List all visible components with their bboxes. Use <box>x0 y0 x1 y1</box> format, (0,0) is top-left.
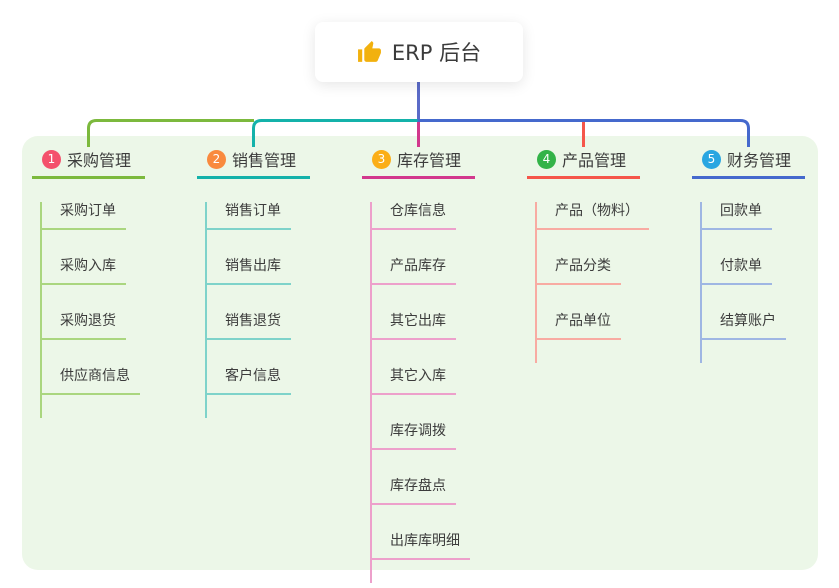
mindmap-node[interactable]: 其它出库 <box>370 312 456 340</box>
branch-sales: 2 销售管理 销售订单 销售出库 销售退货 客户信息 <box>197 148 310 418</box>
branch-title-node[interactable]: 5 财务管理 <box>692 148 805 179</box>
mindmap-node[interactable]: 采购入库 <box>40 257 126 285</box>
branch-title-label: 财务管理 <box>727 151 792 170</box>
branch-title-label: 产品管理 <box>562 151 627 170</box>
mindmap-node[interactable]: 产品单位 <box>535 312 621 340</box>
mindmap-node[interactable]: 客户信息 <box>205 367 291 395</box>
branch-title-node[interactable]: 4 产品管理 <box>527 148 640 179</box>
branch-subtree: 采购订单 采购入库 采购退货 供应商信息 <box>32 202 145 418</box>
subtree-line <box>205 202 207 418</box>
root-node[interactable]: ERP 后台 <box>315 22 523 82</box>
mindmap-node[interactable]: 库存调拨 <box>370 422 456 450</box>
branch-finance: 5 财务管理 回款单 付款单 结算账户 <box>692 148 805 363</box>
branch-product: 4 产品管理 产品（物料） 产品分类 产品单位 <box>527 148 649 363</box>
branch-subtree: 产品（物料） 产品分类 产品单位 <box>527 202 649 363</box>
mindmap-node[interactable]: 其它入库 <box>370 367 456 395</box>
mindmap-node[interactable]: 产品分类 <box>535 257 621 285</box>
branch-title-label: 采购管理 <box>67 151 132 170</box>
mindmap-node[interactable]: 销售退货 <box>205 312 291 340</box>
mindmap-node[interactable]: 产品库存 <box>370 257 456 285</box>
mindmap-node[interactable]: 库存盘点 <box>370 477 456 505</box>
branch-purchase: 1 采购管理 采购订单 采购入库 采购退货 供应商信息 <box>32 148 145 418</box>
subtree-line <box>370 202 372 583</box>
branch-title-node[interactable]: 2 销售管理 <box>197 148 310 179</box>
mindmap-node[interactable]: 出库库明细 <box>370 532 470 560</box>
mindmap-node[interactable]: 销售出库 <box>205 257 291 285</box>
branch-subtree: 销售订单 销售出库 销售退货 客户信息 <box>197 202 310 418</box>
mindmap-node[interactable]: 仓库信息 <box>370 202 456 230</box>
mindmap-node[interactable]: 回款单 <box>700 202 772 230</box>
subtree-line <box>700 202 702 363</box>
branch-subtree: 回款单 付款单 结算账户 <box>692 202 805 363</box>
subtree-line <box>535 202 537 363</box>
branch-inventory: 3 库存管理 仓库信息 产品库存 其它出库 其它入库 库存调拨 库存盘点 出库库… <box>362 148 475 583</box>
mindmap-background-panel <box>22 136 818 570</box>
branch-number-badge: 3 <box>372 149 391 169</box>
mindmap-node[interactable]: 销售订单 <box>205 202 291 230</box>
subtree-line <box>40 202 42 418</box>
mindmap-node[interactable]: 供应商信息 <box>40 367 140 395</box>
branch-title-node[interactable]: 3 库存管理 <box>362 148 475 179</box>
mindmap-node[interactable]: 产品（物料） <box>535 202 649 230</box>
branch-title-label: 库存管理 <box>397 151 462 170</box>
mindmap-node[interactable]: 结算账户 <box>700 312 786 340</box>
branch-title-label: 销售管理 <box>232 151 297 170</box>
branch-subtree: 仓库信息 产品库存 其它出库 其它入库 库存调拨 库存盘点 出库库明细 <box>362 202 475 583</box>
branch-number-badge: 5 <box>702 149 721 169</box>
branch-number-badge: 1 <box>42 149 61 169</box>
mindmap-node[interactable]: 采购退货 <box>40 312 126 340</box>
mindmap-node[interactable]: 采购订单 <box>40 202 126 230</box>
thumbs-up-icon <box>357 40 382 65</box>
root-label: ERP 后台 <box>391 41 482 65</box>
branch-title-node[interactable]: 1 采购管理 <box>32 148 145 179</box>
mindmap-node[interactable]: 付款单 <box>700 257 772 285</box>
branch-number-badge: 4 <box>537 149 556 169</box>
branch-number-badge: 2 <box>207 149 226 169</box>
